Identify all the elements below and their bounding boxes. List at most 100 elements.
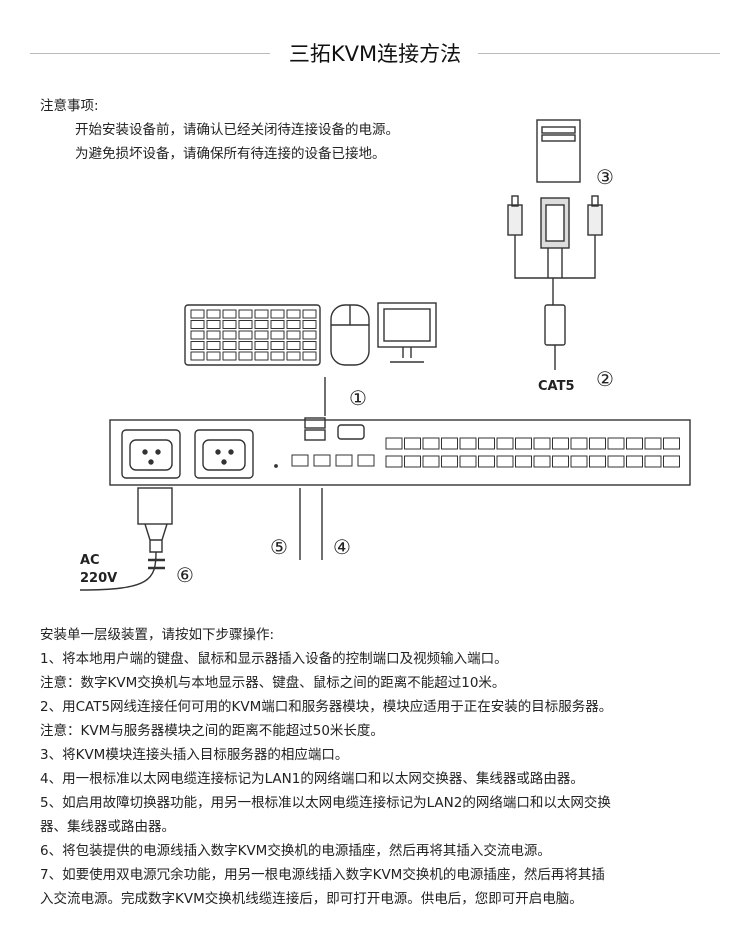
rj45-port — [385, 437, 403, 450]
step-line: 5、如启用故障切换器功能，用另一根标准以太网电缆连接标记为LAN2的网络端口和以… — [40, 795, 611, 811]
label-cat5: CAT5 — [538, 379, 575, 394]
key — [286, 341, 301, 350]
label-6: ⑥ — [176, 563, 194, 587]
key — [206, 309, 221, 319]
key — [222, 341, 237, 350]
key — [190, 320, 205, 329]
key — [270, 330, 285, 340]
rj45-port — [313, 454, 331, 467]
rj45-port — [459, 455, 477, 468]
key — [238, 351, 253, 361]
key — [254, 351, 269, 361]
step-line: 6、将包装提供的电源线插入数字KVM交换机的电源插座，然后再将其插入交流电源。 — [40, 843, 551, 859]
key — [206, 341, 221, 350]
rj45-port — [570, 455, 588, 468]
rj45-port — [533, 455, 551, 468]
key — [270, 320, 285, 329]
rj45-port — [533, 437, 551, 450]
rj45-port — [404, 437, 421, 450]
kvm-switch-icon — [109, 417, 691, 486]
key — [286, 309, 301, 319]
kvm-module-icon — [507, 195, 603, 370]
step-line: 1、将本地用户端的键盘、鼠标和显示器插入设备的控制端口及视频输入端口。 — [40, 651, 508, 667]
rj45-port — [459, 437, 477, 450]
rj45-port — [552, 437, 569, 450]
label-2: ② — [596, 367, 614, 391]
rj45-port — [663, 437, 680, 450]
rj45-port — [496, 455, 514, 468]
key — [238, 330, 253, 340]
rj45-port — [644, 455, 662, 468]
rj45-port — [335, 454, 353, 467]
label-1: ① — [349, 386, 367, 410]
key — [254, 320, 269, 329]
rj45-port — [515, 455, 532, 468]
title-rule-right — [478, 53, 720, 54]
rj45-port — [607, 437, 625, 450]
label-220v: 220V — [80, 571, 117, 586]
monitor-icon — [377, 302, 437, 363]
rj45-port — [552, 455, 569, 468]
rj45-port — [385, 455, 403, 468]
power-plug-icon — [79, 487, 173, 591]
rj45-port — [589, 455, 606, 468]
label-4: ④ — [333, 535, 351, 559]
step-line: 注意：KVM与服务器模块之间的距离不能超过50米长度。 — [40, 723, 384, 739]
key — [222, 330, 237, 340]
server-icon — [536, 119, 581, 183]
key — [254, 309, 269, 319]
label-ac: AC — [80, 553, 100, 568]
steps-intro: 安装单一层级装置，请按如下步骤操作: — [40, 627, 275, 643]
key — [190, 309, 205, 319]
step-line: 注意：数字KVM交换机与本地显示器、键盘、鼠标之间的距离不能超过10米。 — [40, 675, 506, 691]
rj45-port — [515, 437, 532, 450]
rj45-port — [626, 437, 643, 450]
key — [190, 351, 205, 361]
key — [270, 351, 285, 361]
mouse-icon — [330, 304, 370, 366]
rj45-port — [644, 437, 662, 450]
key — [238, 341, 253, 350]
key — [302, 309, 317, 319]
key — [270, 341, 285, 350]
key — [286, 320, 301, 329]
rj45-port — [291, 454, 309, 467]
key — [302, 341, 317, 350]
key — [302, 330, 317, 340]
key — [270, 309, 285, 319]
key — [286, 330, 301, 340]
rj45-port — [441, 455, 458, 468]
connection-diagram: ③ CAT5 ② ① ⑤ ④ AC 220V ⑥ — [79, 119, 691, 591]
key — [238, 320, 253, 329]
rj45-port — [422, 455, 440, 468]
step-line: 4、用一根标准以太网电缆连接标记为LAN1的网络端口和以太网交换器、集线器或路由… — [40, 771, 584, 787]
rj45-port — [478, 455, 495, 468]
key — [190, 330, 205, 340]
rj45-port — [404, 455, 421, 468]
step-line: 2、用CAT5网线连接任何可用的KVM端口和服务器模块，模块应适用于正在安装的目… — [40, 699, 613, 715]
step-line: 器、集线器或路由器。 — [40, 819, 175, 835]
key — [238, 309, 253, 319]
rj45-port — [441, 437, 458, 450]
rj45-port — [422, 437, 440, 450]
key — [206, 320, 221, 329]
key — [222, 309, 237, 319]
rj45-port — [589, 437, 606, 450]
lan-cables — [299, 488, 323, 560]
rj45-port — [663, 455, 680, 468]
note-line: 为避免损坏设备，请确保所有待连接的设备已接地。 — [75, 146, 386, 162]
rj45-port — [626, 455, 643, 468]
key — [254, 341, 269, 350]
title-rule-left — [30, 53, 270, 54]
key — [206, 330, 221, 340]
rj45-port — [496, 437, 514, 450]
label-3: ③ — [596, 165, 614, 189]
key — [302, 320, 317, 329]
label-5: ⑤ — [270, 535, 288, 559]
rj45-port — [570, 437, 588, 450]
rj45-port — [357, 454, 375, 467]
note-line: 开始安装设备前，请确认已经关闭待连接设备的电源。 — [75, 122, 399, 138]
step-line: 入交流电源。完成数字KVM交换机线缆连接后，即可打开电源。供电后，您即可开启电脑… — [40, 891, 583, 907]
step-line: 7、如要使用双电源冗余功能，用另一根电源线插入数字KVM交换机的电源插座，然后再… — [40, 867, 605, 883]
